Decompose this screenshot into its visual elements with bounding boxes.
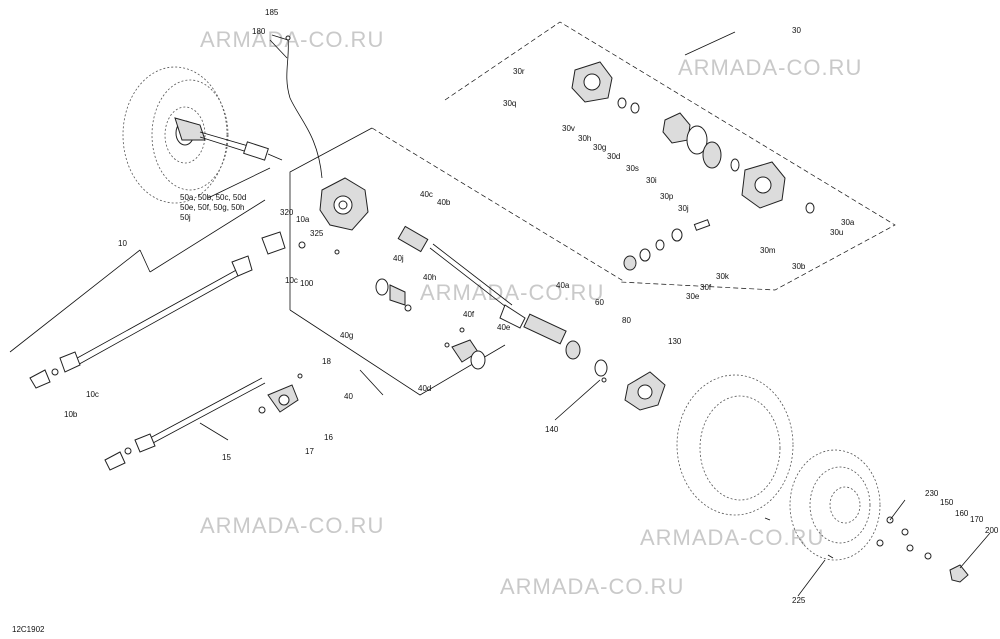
watermark-4: ARMADA-CO.RU — [200, 513, 384, 538]
callout-40c: 40c — [420, 190, 433, 199]
callout-50-line2: 50e, 50f, 50g, 50h — [180, 203, 245, 212]
callout-30h: 30h — [578, 134, 591, 143]
callout-30v: 30v — [562, 124, 575, 133]
callout-185: 185 — [265, 8, 279, 17]
callout-100: 100 — [300, 279, 314, 288]
callout-50-line3: 50j — [180, 213, 191, 222]
callout-30m: 30m — [760, 246, 776, 255]
callout-30e: 30e — [686, 292, 700, 301]
rear-right-wheel — [676, 374, 881, 561]
callout-140: 140 — [545, 425, 559, 434]
callout-200: 200 — [985, 526, 999, 535]
callout-30q: 30q — [503, 99, 516, 108]
callout-10c-bottom: 10c — [86, 390, 99, 399]
callout-30i: 30i — [646, 176, 657, 185]
breather-tube — [286, 37, 323, 179]
wheel-nuts — [764, 516, 969, 583]
callout-160: 160 — [955, 509, 969, 518]
callout-40e: 40e — [497, 323, 511, 332]
callout-80: 80 — [622, 316, 631, 325]
callout-40j: 40j — [393, 254, 404, 263]
callout-170: 170 — [970, 515, 984, 524]
prop-shaft-15 — [104, 373, 303, 471]
prop-shaft-parts — [375, 225, 608, 383]
group-30-outline — [444, 21, 896, 291]
callout-30: 30 — [792, 26, 801, 35]
callout-130: 130 — [668, 337, 682, 346]
front-differential — [319, 177, 369, 231]
callout-50-line1: 50a, 50b, 50c, 50d — [180, 193, 246, 202]
callout-16: 16 — [324, 433, 333, 442]
callout-40a: 40a — [556, 281, 570, 290]
group-40-top-edge — [371, 127, 626, 283]
callout-40d: 40d — [418, 384, 431, 393]
callout-40: 40 — [344, 392, 353, 401]
callout-40h: 40h — [423, 273, 436, 282]
half-shaft-upper — [174, 117, 283, 161]
rear-diff-parts — [571, 61, 815, 271]
callout-225: 225 — [792, 596, 806, 605]
callout-labels: 185 180 30 30r 30q 30v 30h 30g 30d 30s 3… — [64, 8, 999, 605]
watermark-1: ARMADA-CO.RU — [200, 27, 384, 52]
group-40-left-edge — [289, 127, 373, 310]
watermark-3: ARMADA-CO.RU — [420, 280, 604, 305]
watermark-2: ARMADA-CO.RU — [678, 55, 862, 80]
callout-30u: 30u — [830, 228, 843, 237]
callout-15: 15 — [222, 453, 231, 462]
wheel-hub — [624, 371, 666, 411]
callout-30f: 30f — [700, 283, 712, 292]
callout-230: 230 — [925, 489, 939, 498]
callout-30b: 30b — [792, 262, 806, 271]
callout-40g: 40g — [340, 331, 353, 340]
callout-30p: 30p — [660, 192, 674, 201]
diagram-code: 12C1902 — [12, 625, 45, 634]
callout-150: 150 — [940, 498, 954, 507]
callout-180: 180 — [252, 27, 266, 36]
callout-320: 320 — [280, 208, 294, 217]
callout-10: 10 — [118, 239, 127, 248]
callout-40f: 40f — [463, 310, 475, 319]
callout-30k: 30k — [716, 272, 730, 281]
callout-30j: 30j — [678, 204, 689, 213]
callout-10c-top: 10c — [285, 276, 298, 285]
watermark-6: ARMADA-CO.RU — [500, 574, 684, 599]
callout-18: 18 — [322, 357, 331, 366]
callout-10b: 10b — [64, 410, 78, 419]
callout-30s: 30s — [626, 164, 639, 173]
callout-30d: 30d — [607, 152, 620, 161]
callout-10a: 10a — [296, 215, 310, 224]
callout-40b: 40b — [437, 198, 451, 207]
callout-325: 325 — [310, 229, 324, 238]
watermark-5: ARMADA-CO.RU — [640, 525, 824, 550]
callout-30g: 30g — [593, 143, 606, 152]
callout-30a: 30a — [841, 218, 855, 227]
front-left-wheel — [122, 66, 229, 204]
callout-17: 17 — [305, 447, 314, 456]
leader-lines — [9, 31, 991, 597]
callout-30r: 30r — [513, 67, 525, 76]
callout-60: 60 — [595, 298, 604, 307]
prop-shaft-10 — [29, 231, 340, 389]
